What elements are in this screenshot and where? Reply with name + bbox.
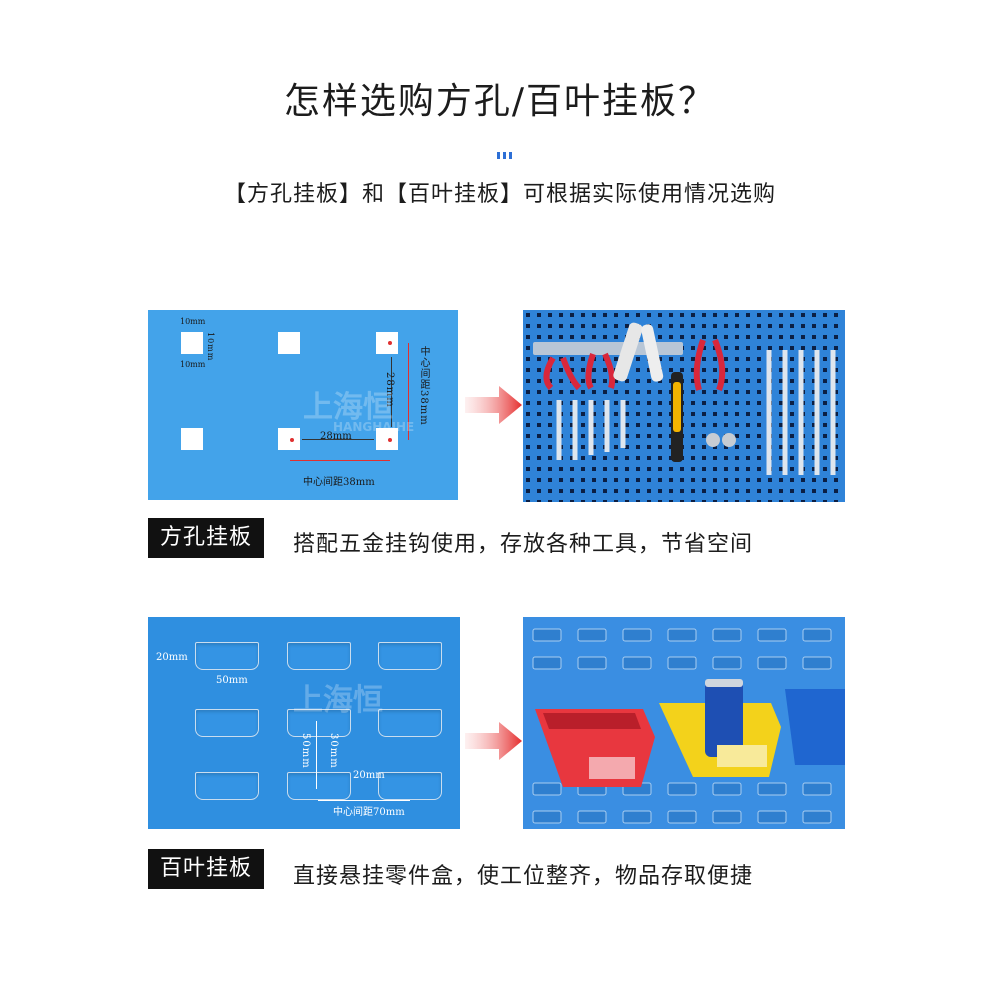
hole-width-label: 10mm (180, 317, 206, 326)
title-divider-dots (497, 144, 515, 159)
gap-h-line (302, 439, 374, 440)
watermark-text-en: HANGHAIHE (333, 420, 415, 434)
square-hole (376, 428, 398, 450)
hole-width-label-bottom: 10mm (180, 360, 206, 369)
gap-horizontal-label: 28mm (320, 431, 352, 442)
center-h-line (290, 460, 390, 461)
louver-slot (195, 772, 259, 800)
square-hole (278, 428, 300, 450)
center-vertical-label: 中心间距38mm (418, 346, 429, 426)
arrow-right-icon (465, 386, 522, 424)
louver-diagram: 20mm 50mm 50mm 30mm 20mm 中心间距70mm 上海恒 (148, 617, 460, 829)
page-subtitle: 【方孔挂板】和【百叶挂板】可根据实际使用情况选购 (223, 182, 776, 207)
louver-slot (195, 709, 259, 737)
louver-slot (287, 772, 351, 800)
gap-horizontal-label-louver: 20mm (353, 770, 385, 781)
louver-slot (287, 642, 351, 670)
square-hole (181, 332, 203, 354)
square-hole (376, 332, 398, 354)
slot-height-label: 20mm (156, 652, 188, 663)
center-horizontal-label-louver: 中心间距70mm (333, 807, 405, 818)
center-point (388, 438, 392, 442)
center-point (388, 341, 392, 345)
center-horizontal-label: 中心间距38mm (303, 477, 375, 488)
gap-vertical-label-louver: 30mm (328, 733, 339, 769)
hole-height-label: 10mm (206, 332, 215, 362)
center-v-line (408, 343, 409, 440)
louver-board-description: 直接悬挂零件盒，使工位整齐，物品存取便捷 (293, 864, 754, 889)
center-point (290, 438, 294, 442)
center-h-line-louver (318, 800, 410, 801)
square-hole (278, 332, 300, 354)
pitch-vertical-label: 50mm (300, 733, 311, 769)
page-title: 怎样选购方孔/百叶挂板？ (283, 81, 717, 122)
watermark-text: 上海恒 (303, 390, 393, 425)
square-board-tools-photo (523, 310, 845, 502)
square-board-description: 搭配五金挂钩使用，存放各种工具，节省空间 (293, 532, 754, 557)
louver-board-label: 百叶挂板 (148, 849, 265, 889)
arrow-right-icon (465, 722, 522, 760)
louver-board-bins-photo (523, 617, 845, 829)
louver-slot (195, 642, 259, 670)
louver-slot (378, 709, 442, 737)
square-hole (181, 428, 203, 450)
gap-vertical-label: 28mm (384, 372, 395, 408)
slot-width-label: 50mm (216, 675, 248, 686)
louver-slot (378, 642, 442, 670)
louver-slot (287, 709, 351, 737)
louver-slot (378, 772, 442, 800)
gap-v-line (391, 357, 392, 427)
watermark-text: 上海恒 (293, 683, 383, 718)
square-board-label: 方孔挂板 (148, 518, 265, 558)
square-hole-diagram: 10mm 10mm 10mm 28mm 中心间距38mm 28mm 中心间距38… (148, 310, 458, 500)
pitch-v-line (316, 721, 317, 789)
